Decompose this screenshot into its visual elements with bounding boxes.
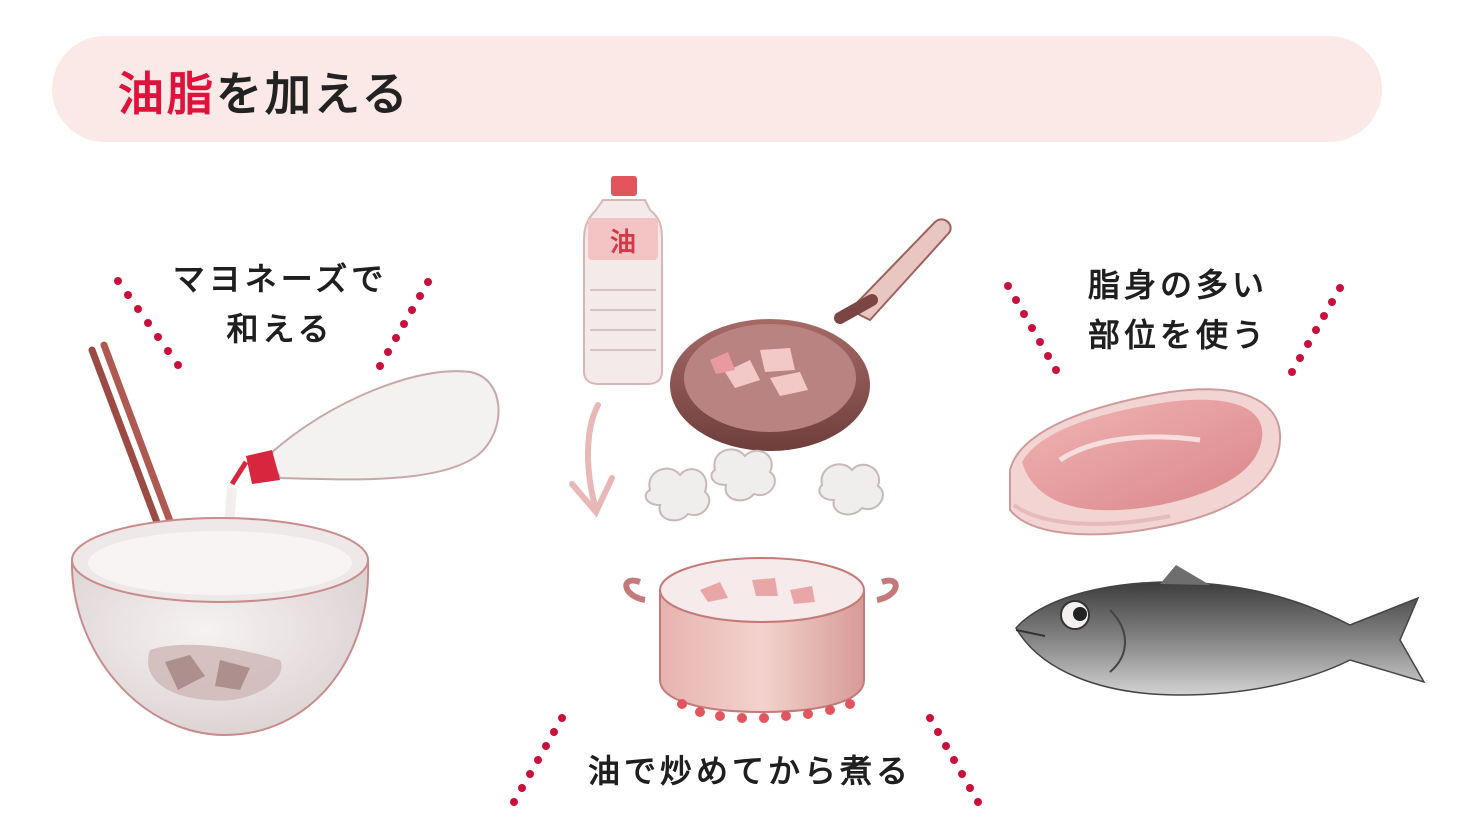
oil-bottle-illustration (583, 176, 663, 385)
caption-stir-fry: 油で炒めてから煮る (587, 752, 912, 790)
frying-pan-illustration (670, 218, 952, 451)
caption-fatty-parts-line2: 部位を使う (1087, 316, 1268, 354)
caption-mayonnaise-line1: マヨネーズで (172, 260, 388, 298)
page-title: 油脂を加える (118, 58, 411, 124)
caption-mayonnaise: マヨネーズで 和える (160, 254, 400, 354)
cooking-pot-illustration (623, 557, 899, 723)
arrow-down-icon (569, 402, 615, 518)
fish-illustration (1015, 565, 1426, 696)
dotted-accent-right (1004, 282, 1344, 376)
caption-mayonnaise-line2: 和える (226, 310, 334, 348)
fatty-meat-illustration (1009, 388, 1282, 536)
dotted-accent-left (114, 277, 432, 370)
oil-bottle-label: 油 (610, 228, 636, 258)
title-rest: を加える (216, 67, 411, 121)
title-banner: 油脂を加える (52, 36, 1382, 142)
dotted-accent-bottom (510, 714, 982, 806)
caption-fatty-parts-line1: 脂身の多い (1087, 266, 1268, 304)
caption-fatty-parts: 脂身の多い 部位を使う (1058, 260, 1298, 360)
mixing-bowl-illustration (70, 517, 370, 737)
steam-illustration (644, 448, 884, 522)
title-accent: 油脂 (118, 67, 216, 121)
